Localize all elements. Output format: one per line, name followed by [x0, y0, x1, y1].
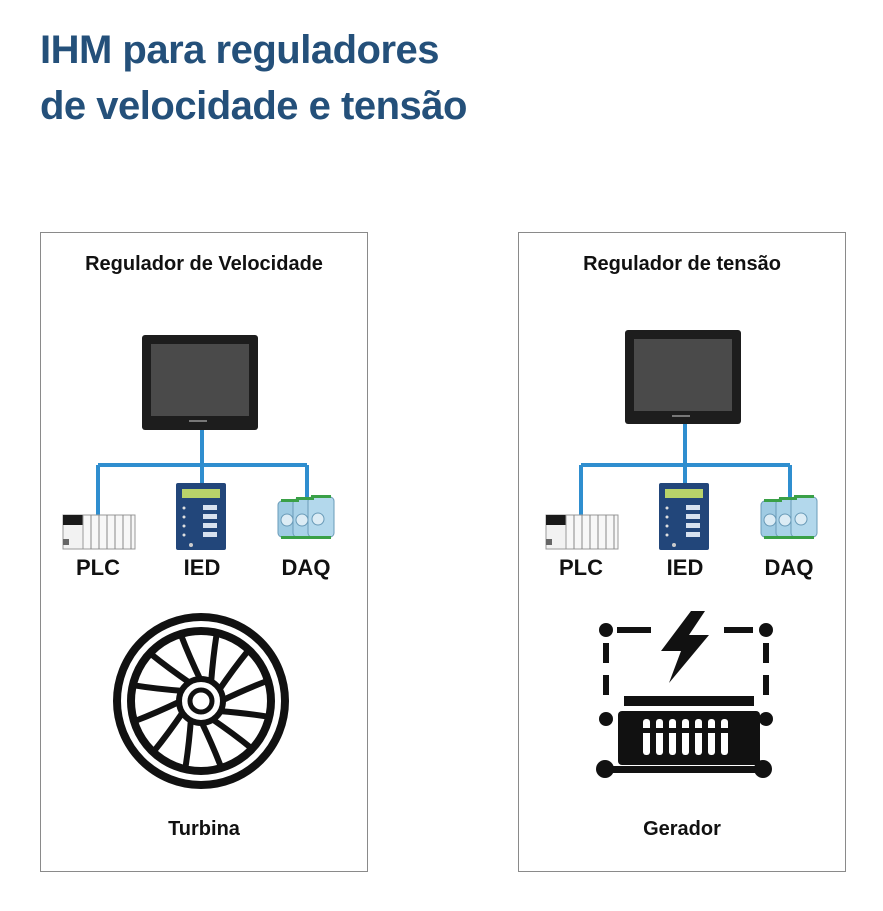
- plc-label: PLC: [76, 555, 120, 580]
- daq-label: DAQ: [764, 555, 814, 580]
- turbine-caption: Turbina: [168, 818, 240, 840]
- speed-regulator-diagram: [62, 335, 335, 789]
- ied-label: IED: [666, 555, 704, 580]
- ied-icon: [176, 483, 226, 550]
- hmi-panel-icon: [142, 335, 258, 430]
- voltage-regulator-title: Regulador de tensão: [583, 253, 781, 275]
- ied-icon: [659, 483, 709, 550]
- plc-icon: [545, 514, 619, 550]
- title-line-2: de velocidade e tensão: [40, 84, 467, 128]
- connector-lines: [96, 429, 309, 515]
- hmi-panel-icon: [625, 330, 741, 424]
- daq-label: DAQ: [281, 555, 331, 580]
- page-title: IHM para reguladores de velocidade e ten…: [40, 22, 680, 134]
- plc-label: PLC: [559, 555, 603, 580]
- daq-icon: [760, 495, 818, 539]
- generator-caption: Gerador: [643, 818, 721, 840]
- generator-icon: [596, 611, 773, 778]
- ied-label: IED: [183, 555, 221, 580]
- turbine-icon: [113, 613, 289, 789]
- speed-regulator-panel: Regulador de Velocidade PLC IED DAQ Turb…: [40, 232, 368, 872]
- title-line-1: IHM para reguladores: [40, 28, 440, 72]
- voltage-regulator-diagram: [545, 330, 818, 778]
- connector-lines: [579, 423, 792, 515]
- speed-regulator-title: Regulador de Velocidade: [85, 253, 323, 275]
- plc-icon: [62, 514, 136, 550]
- daq-icon: [277, 495, 335, 539]
- voltage-regulator-panel: Regulador de tensão PLC IED DAQ Gerador: [518, 232, 846, 872]
